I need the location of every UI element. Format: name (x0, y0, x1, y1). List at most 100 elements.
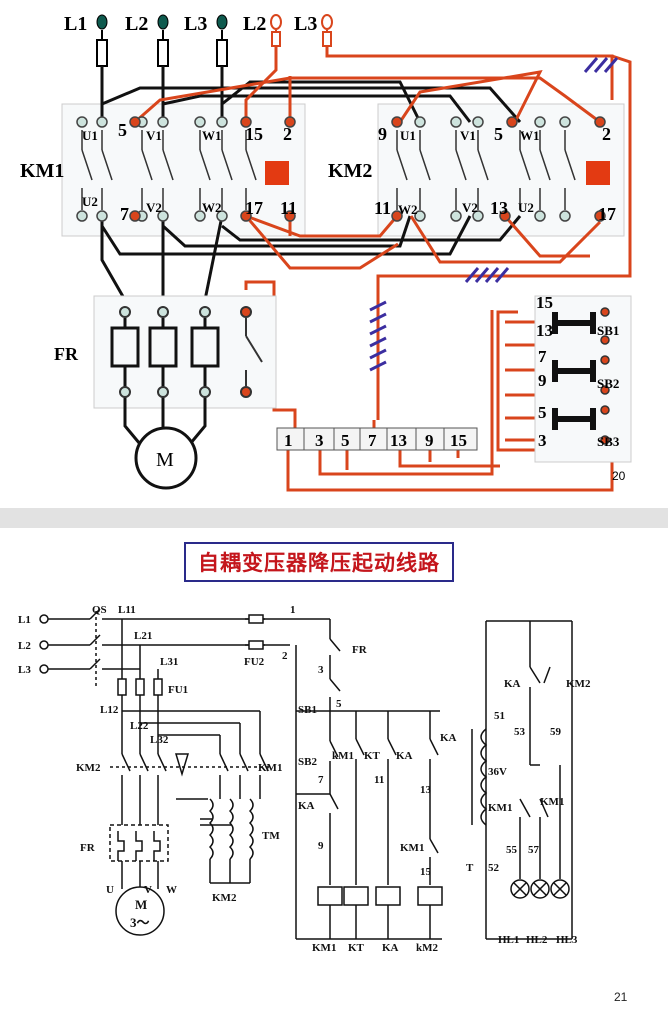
sb3-label: SB3 (597, 434, 620, 449)
l11-label: L11 (118, 604, 136, 616)
node-51: 51 (494, 710, 505, 722)
km2-bottom-11: 11 (374, 198, 391, 218)
node-11: 11 (374, 774, 384, 786)
line-label-l1: L1 (64, 13, 87, 35)
strip-7: 7 (368, 431, 377, 450)
btn-label-13: 13 (536, 321, 553, 340)
strip-1: 1 (284, 431, 293, 450)
terminal-strip (276, 427, 478, 451)
km2-bottom-v2: V2 (462, 200, 478, 215)
fuses (96, 30, 228, 67)
km1-top-v1: V1 (146, 128, 162, 143)
km2-bottom-u2: U2 (518, 200, 534, 215)
km1-bottom-u2: U2 (82, 194, 98, 209)
km2-bottom-17: 17 (598, 204, 616, 224)
node-59: 59 (550, 726, 562, 738)
sb1-ctrl-label: SB1 (298, 704, 317, 716)
supply-l1: L1 (18, 614, 31, 626)
km2-bottom-13: 13 (490, 198, 508, 218)
km1-top-5: 5 (118, 120, 127, 140)
km2-left-label: KM2 (76, 762, 101, 774)
l31-label: L31 (160, 656, 178, 668)
slide2-title: 自耦变压器降压起动线路 (198, 551, 440, 575)
lamp-hl3: HL3 (556, 934, 578, 946)
km2-contacts (396, 130, 576, 210)
ka-left-label: KA (298, 800, 315, 812)
line-label-l2-control: L2 (243, 13, 266, 35)
fu1-label: FU1 (168, 684, 188, 696)
lamp-km1-a-label: KM1 (488, 802, 512, 814)
qs-label: QS (92, 604, 107, 616)
fr-terminals (119, 306, 252, 398)
autotransformer-diagram: L1 L2 L3 QS L11 L21 L31 FU1 L12 L22 L32 … (18, 604, 591, 954)
km1-nc-label: KM1 (400, 842, 424, 854)
km2-top-v1: V1 (460, 128, 476, 143)
fr-nc-contact (245, 318, 263, 386)
line-label-l3: L3 (184, 13, 207, 35)
strip-9: 9 (425, 431, 434, 450)
ka-right-label: KA (440, 732, 457, 744)
l12-label: L12 (100, 704, 119, 716)
ka-top-label: KA (396, 750, 413, 762)
km1-coil (265, 161, 289, 185)
sb2-label: SB2 (597, 376, 619, 391)
pushbuttons (552, 312, 596, 430)
km2-top-5: 5 (494, 124, 503, 144)
km1-top-2: 2 (283, 124, 292, 144)
supply-l3: L3 (18, 664, 31, 676)
u-label: U (106, 884, 114, 896)
km2-top-u1: U1 (400, 128, 416, 143)
line-label-l2: L2 (125, 13, 148, 35)
node-13: 13 (420, 784, 432, 796)
tm-label: TM (262, 830, 280, 842)
lamp-hl2: HL2 (526, 934, 548, 946)
km1-bottom-11: 11 (280, 198, 297, 218)
slide-separator (0, 508, 668, 528)
km1-bottom-w2: W2 (202, 200, 222, 215)
coil-kt-label: KT (348, 942, 365, 954)
cut-marks (369, 57, 619, 372)
l21-label: L21 (134, 630, 152, 642)
lamp-km1-b-label: KM1 (540, 796, 564, 808)
sb1-label: SB1 (597, 323, 619, 338)
l32-label: L32 (150, 734, 169, 746)
sb2-ctrl-label: SB2 (298, 756, 317, 768)
km1-contacts (81, 130, 257, 210)
wiring-diagram: L1 L2 L3 L2 L3 KM1 KM2 (20, 13, 632, 492)
strip-5: 5 (341, 431, 350, 450)
coil-ka-label: KA (382, 942, 399, 954)
v-label: V (144, 884, 152, 896)
lamp-ka-label: KA (504, 678, 521, 690)
km2-coil (586, 161, 610, 185)
node-5: 5 (336, 698, 342, 710)
km2-bottom-label: KM2 (212, 892, 237, 904)
km1-terminals (76, 116, 296, 222)
motor-m-label: M (135, 897, 147, 912)
supply-l2: L2 (18, 640, 31, 652)
kt-label: KT (364, 750, 381, 762)
page-number-20: 20 (612, 469, 626, 483)
node-55: 55 (506, 844, 518, 856)
node-57: 57 (528, 844, 540, 856)
km2-top-2: 2 (602, 124, 611, 144)
fr-label: FR (54, 344, 79, 364)
node-9: 9 (318, 840, 324, 852)
btn-label-3: 3 (538, 431, 547, 450)
btn-label-9: 9 (538, 371, 547, 390)
motor (134, 426, 198, 490)
volt-label: 36V (488, 766, 507, 778)
line-label-l3-control: L3 (294, 13, 317, 35)
fr-heaters (110, 318, 220, 445)
node-15: 15 (420, 866, 432, 878)
indicator-lamps (510, 879, 570, 899)
km2-bottom-w2: W2 (398, 202, 418, 217)
t-label: T (466, 862, 474, 874)
km2-terminals (391, 116, 606, 222)
motor-label: M (156, 449, 174, 471)
strip-13: 13 (390, 431, 407, 450)
node-53: 53 (514, 726, 526, 738)
node-7: 7 (318, 774, 324, 786)
km1-top-u1: U1 (82, 128, 98, 143)
km1-bottom-17: 17 (245, 198, 263, 218)
fr-power-label: FR (80, 842, 96, 854)
